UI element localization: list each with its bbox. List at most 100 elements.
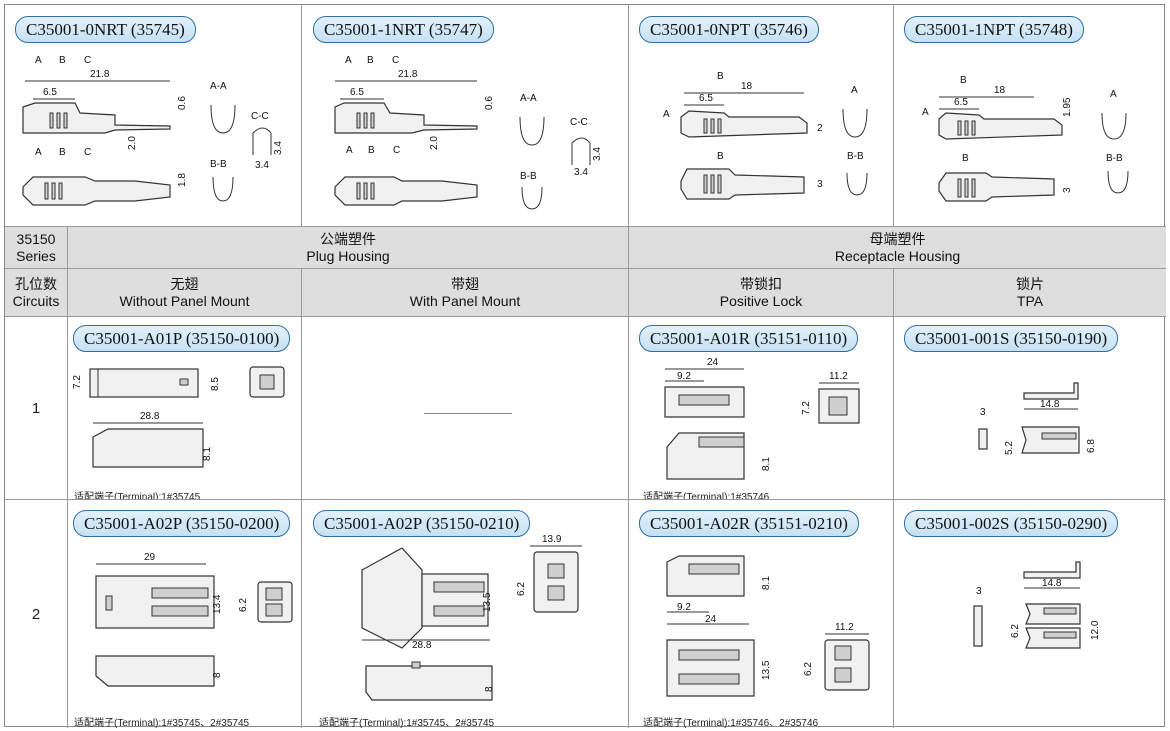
dim-label: B — [59, 55, 66, 66]
empty-dash — [424, 413, 512, 414]
receptacle-1-cell: C35001-A01R (35151-0110) 24 9.2 11.2 7.2… — [629, 317, 894, 500]
dim-label: 9.2 — [677, 371, 691, 382]
header-en: Plug Housing — [306, 247, 390, 264]
section-label: A — [1110, 89, 1117, 100]
header-cn: 公端塑件 — [320, 230, 376, 247]
section-label: B-B — [210, 159, 227, 170]
catalog-table: C35001-0NRT (35745) A B C 21.8 6.5 0.6 2… — [4, 4, 1166, 728]
header-en: Circuits — [12, 292, 60, 309]
terminal-cell-3: C35001-0NPT (35746) B 18 6.5 A 2 B 3 A B… — [629, 5, 894, 227]
dim-label: 7.2 — [72, 375, 83, 389]
header-en: TPA — [1016, 292, 1044, 309]
part-label: C35001-1NRT (35747) — [313, 16, 494, 43]
without-panel-mount-header: 无翅 Without Panel Mount — [68, 269, 302, 317]
terminal-drawing: B 18 6.5 A 1.95 B 3 A B-B — [922, 75, 1129, 202]
housing-drawing: 14.8 3 6.2 12.0 — [973, 561, 1101, 649]
dim-label: 12.0 — [1090, 620, 1101, 640]
with-panel-mount-header: 带翅 With Panel Mount — [302, 269, 629, 317]
series-header: 35150 Series — [5, 227, 68, 269]
terminal-cell-1: C35001-0NRT (35745) A B C 21.8 6.5 0.6 2… — [5, 5, 302, 227]
section-label: B-B — [847, 151, 864, 162]
tpa-1-cell: C35001-001S (35150-0190) 14.8 3 5.2 6.8 — [894, 317, 1166, 500]
housing-drawing: 7.2 8.5 28.8 8.1 — [72, 366, 285, 468]
dim-label: 6.2 — [516, 582, 527, 596]
dim-label: 6.2 — [1010, 624, 1021, 638]
plug-panel-1-cell-empty — [302, 317, 629, 500]
dim-label: 8.5 — [210, 377, 221, 391]
positive-lock-header: 带锁扣 Positive Lock — [629, 269, 894, 317]
section-label: B-B — [520, 171, 537, 182]
dim-label: B — [717, 151, 724, 162]
header-cn: 带翅 — [451, 275, 479, 292]
dim-label: A — [922, 107, 929, 118]
dim-label: 2 — [817, 123, 823, 134]
dim-label: 8 — [484, 686, 495, 692]
dim-label: 6.5 — [699, 93, 713, 104]
dim-label: 1.8 — [177, 173, 188, 187]
dim-label: A — [663, 109, 670, 120]
dim-label: 24 — [705, 614, 717, 625]
plug-1-cell: C35001-A01P (35150-0100) 7.2 8.5 28.8 8.… — [68, 317, 302, 500]
plug-housing-header: 公端塑件 Plug Housing — [68, 227, 629, 269]
dim-label: 6.5 — [954, 97, 968, 108]
dim-label: 8.1 — [202, 447, 213, 461]
circuits-value: 2 — [5, 500, 68, 728]
dim-label: 21.8 — [90, 69, 110, 80]
dim-label: 2.0 — [127, 136, 138, 150]
section-label: C-C — [570, 117, 588, 128]
dim-label: 5.2 — [1004, 441, 1015, 455]
header-cn: 母端塑件 — [869, 230, 926, 247]
dim-label: A — [35, 55, 42, 66]
dim-label: 6.8 — [1086, 439, 1097, 453]
housing-drawing: 14.8 3 5.2 6.8 — [978, 382, 1097, 455]
terminal-drawing: A B C 21.8 6.5 0.6 2.0 A B C A-A C-C 3.4… — [334, 55, 603, 210]
header-en: Without Panel Mount — [119, 292, 250, 309]
dim-label: 13.5 — [761, 660, 772, 680]
dim-label: B — [717, 71, 724, 82]
dim-label: 24 — [707, 357, 719, 368]
part-label: C35001-0NRT (35745) — [15, 16, 196, 43]
part-label: C35001-002S (35150-0290) — [904, 510, 1119, 537]
dim-label: B — [962, 153, 969, 164]
dim-label: A — [35, 147, 42, 158]
receptacle-housing-header: 母端塑件 Receptacle Housing — [629, 227, 1166, 269]
dim-label: 13.5 — [482, 592, 493, 612]
section-label: A-A — [520, 93, 537, 104]
dim-label: 11.2 — [835, 622, 854, 633]
dim-label: 3.4 — [255, 160, 269, 171]
dim-label: B — [59, 147, 66, 158]
dim-label: 6.5 — [350, 87, 364, 98]
housing-drawing: 13.5 28.8 13.9 6.2 8 — [361, 534, 582, 701]
dim-label: 11.2 — [829, 371, 848, 382]
part-label: C35001-0NPT (35746) — [639, 16, 819, 43]
part-label: C35001-1NPT (35748) — [904, 16, 1084, 43]
dim-label: C — [84, 147, 91, 158]
terminal-note: 适配端子(Terminal):1#35745、2#35745 — [74, 718, 250, 728]
dim-label: 13.4 — [212, 594, 223, 614]
dim-label: 18 — [741, 81, 753, 92]
part-label: C35001-001S (35150-0190) — [904, 325, 1119, 352]
circuits-header: 孔位数 Circuits — [5, 269, 68, 317]
dim-label: B — [367, 55, 374, 66]
dim-label: 2.0 — [429, 136, 440, 150]
dim-label: 6.5 — [43, 87, 57, 98]
dim-label: 9.2 — [677, 602, 691, 613]
dim-label: A — [346, 145, 353, 156]
dim-label: B — [368, 145, 375, 156]
dim-label: 6.2 — [803, 662, 814, 676]
dim-label: 1.95 — [1062, 97, 1073, 117]
dim-label: 14.8 — [1040, 399, 1060, 410]
dim-label: 14.8 — [1042, 578, 1062, 589]
dim-label: 28.8 — [412, 640, 432, 651]
header-en: With Panel Mount — [409, 292, 521, 309]
section-label: A — [851, 85, 858, 96]
housing-drawing: 24 9.2 11.2 7.2 8.1 — [664, 357, 860, 480]
section-label: B-B — [1106, 153, 1123, 164]
part-label: C35001-A02P (35150-0210) — [313, 510, 531, 537]
terminal-drawing: A B C 21.8 6.5 0.6 2.0 A B C 1.8 A-A C-C… — [22, 55, 284, 206]
dim-label: C — [393, 145, 400, 156]
dim-label: 8.1 — [761, 576, 772, 590]
dim-label: B — [960, 75, 967, 86]
part-label: C35001-A02R (35151-0210) — [639, 510, 859, 537]
dim-label: 3.4 — [273, 141, 284, 155]
